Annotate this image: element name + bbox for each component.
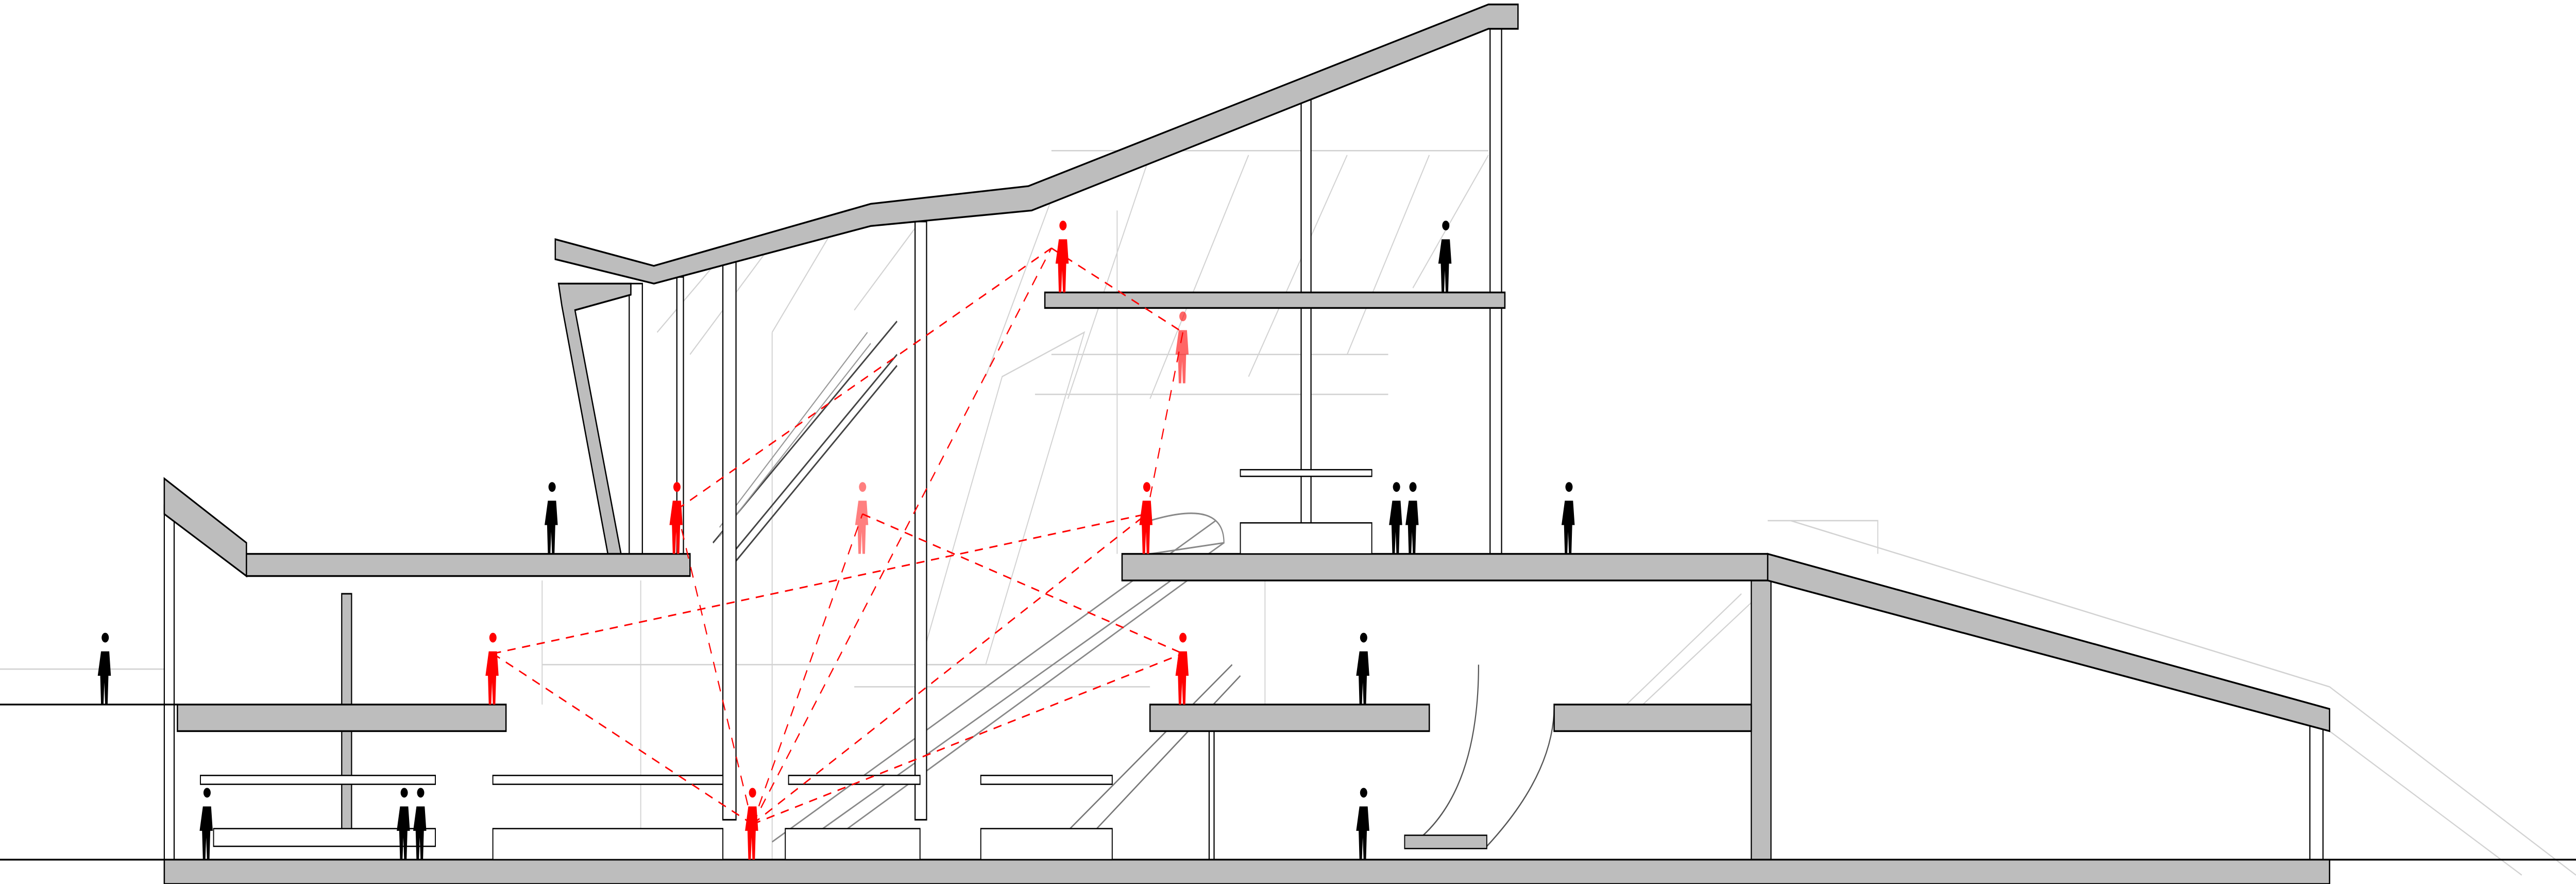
people — [97, 221, 1575, 860]
person-silhouette — [199, 788, 213, 860]
mezzanine-mid — [1149, 704, 1430, 732]
person-silhouette — [545, 482, 558, 554]
person-silhouette — [1405, 482, 1419, 554]
side-escalator — [1067, 664, 1241, 843]
upper-floor-slab-left — [246, 553, 691, 577]
left-slanted-wall — [557, 282, 632, 555]
person-silhouette — [1389, 482, 1402, 554]
escalators — [713, 320, 1555, 861]
main-roof — [554, 3, 1519, 285]
person-silhouette — [1438, 221, 1452, 293]
person-silhouette — [1561, 482, 1575, 554]
curved-ramp — [1409, 664, 1555, 847]
person-silhouette — [1139, 482, 1153, 554]
right-ramp-roof — [1767, 553, 2330, 732]
person-silhouette — [1356, 788, 1369, 860]
person-silhouette — [745, 788, 758, 860]
person-silhouette — [1175, 311, 1189, 383]
person-silhouette — [855, 482, 869, 554]
person-silhouette — [1175, 632, 1189, 705]
ground-lines — [0, 704, 2576, 861]
person-silhouette — [669, 482, 683, 554]
sightlines — [493, 247, 1183, 825]
columns — [163, 26, 2324, 861]
upper-escalator — [713, 320, 897, 566]
platform-furniture — [200, 469, 1372, 861]
upper-floor-slab-right — [1121, 553, 1769, 581]
background-structure — [0, 149, 2576, 876]
person-silhouette — [485, 632, 499, 705]
person-silhouette — [1055, 221, 1069, 293]
person-silhouette — [397, 788, 410, 860]
upper-platform — [1044, 291, 1506, 309]
person-silhouette — [413, 788, 427, 860]
escalator-landing — [1149, 512, 1225, 555]
person-silhouette — [1356, 632, 1369, 705]
mezzanine-left — [177, 704, 507, 732]
ramp-base — [1404, 835, 1487, 849]
upper-escalator-handrail — [719, 331, 871, 537]
mezzanine-right — [1553, 704, 1752, 732]
ground-slab — [163, 859, 2330, 884]
left-roof-slope — [163, 477, 247, 578]
structural-slabs — [163, 3, 2330, 884]
person-silhouette — [97, 632, 111, 705]
